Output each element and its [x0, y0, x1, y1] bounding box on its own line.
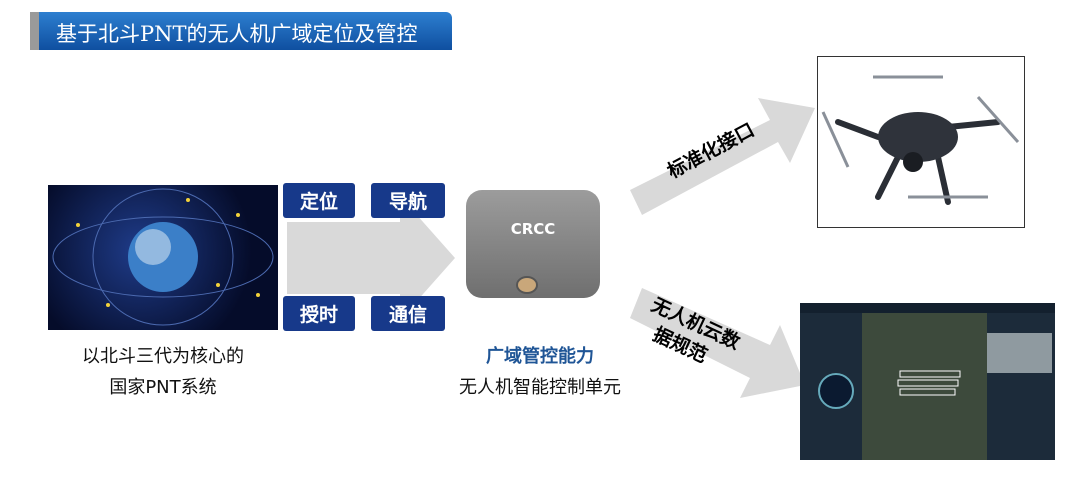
cloud-platform-screenshot [800, 303, 1055, 460]
crcc-device: CRCC [466, 190, 600, 298]
device-title: 广域管控能力 [486, 346, 594, 367]
capability-positioning: 定位 [283, 183, 355, 218]
drone-image [817, 56, 1025, 228]
upper-arrow [630, 98, 815, 215]
beidou-satellite-image [48, 185, 278, 330]
device-subtitle: 无人机智能控制单元 [459, 377, 621, 398]
device-port-icon [516, 276, 538, 294]
slide-title: 基于北斗PNT的无人机广域定位及管控 [56, 22, 418, 46]
main-arrow [287, 196, 455, 320]
pnt-caption-line2: 国家PNT系统 [109, 377, 217, 398]
capability-navigation: 导航 [371, 183, 445, 218]
slide-title-bar: 基于北斗PNT的无人机广域定位及管控 [30, 12, 452, 50]
pnt-caption-line1: 以北斗三代为核心的 [82, 346, 244, 367]
title-accent-strip [30, 12, 39, 50]
capability-timing: 授时 [283, 296, 355, 331]
lower-arrow [630, 288, 805, 398]
capability-communication: 通信 [371, 296, 445, 331]
crcc-label: CRCC [510, 220, 556, 238]
